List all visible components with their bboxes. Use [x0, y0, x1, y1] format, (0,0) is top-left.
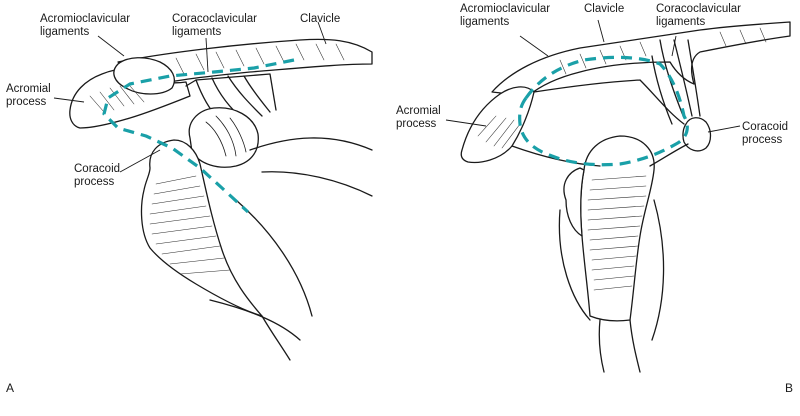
label-b-acromioclavicular-l1: Acromioclavicular — [460, 3, 550, 15]
panel-letter-a: A — [6, 381, 14, 395]
label-a-coracoclavicular-l1: Coracoclavicular — [172, 13, 257, 25]
label-b-acromial-l2: process — [396, 118, 437, 130]
panel-letter-b: B — [785, 381, 793, 395]
panel-a-leaders — [53, 21, 327, 173]
panel-a-dashed-outline — [102, 58, 295, 214]
label-a-acromioclavicular-l1: Acromioclavicular — [40, 13, 130, 25]
panel-b-leaders — [445, 19, 741, 133]
label-b-acromial-l1: Acromial — [396, 105, 441, 117]
panel-b-illustration — [460, 21, 791, 373]
panel-b-dashed-outline — [518, 55, 689, 167]
label-b-coracoid-l1: Coracoid — [742, 121, 788, 133]
label-b-clavicle: Clavicle — [584, 3, 624, 15]
label-a-acromial-l1: Acromial — [6, 83, 51, 95]
label-b-acromioclavicular-l2: ligaments — [460, 16, 509, 28]
label-a-acromioclavicular-l2: ligaments — [40, 26, 89, 38]
label-a-acromial-l2: process — [6, 96, 47, 108]
panel-a-illustration — [69, 38, 373, 361]
label-a-coracoid-l2: process — [74, 176, 115, 188]
label-b-coracoid-l2: process — [742, 134, 783, 146]
label-a-clavicle: Clavicle — [300, 13, 340, 25]
label-a-coracoclavicular-l2: ligaments — [172, 26, 221, 38]
label-a-coracoid-l1: Coracoid — [74, 163, 120, 175]
label-b-coracoclavicular-l2: ligaments — [656, 16, 705, 28]
label-b-coracoclavicular-l1: Coracoclavicular — [656, 3, 741, 15]
